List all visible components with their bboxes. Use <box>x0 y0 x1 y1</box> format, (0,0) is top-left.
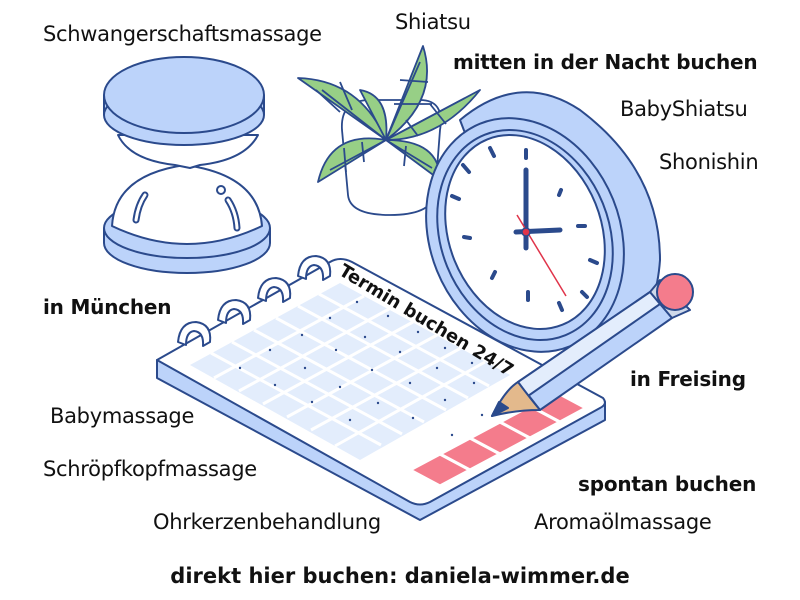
label-mitten-in-der-nacht: mitten in der Nacht buchen <box>453 50 758 74</box>
label-schroepfkopfmassage: Schröpfkopfmassage <box>43 457 257 481</box>
label-spontan-buchen: spontan buchen <box>578 472 757 496</box>
label-babyshiatsu: BabyShiatsu <box>620 97 748 121</box>
footer-booking-link[interactable]: direkt hier buchen: daniela-wimmer.de <box>170 564 630 588</box>
pencil-icon <box>491 273 694 417</box>
label-ohrkerzenbehandlung: Ohrkerzenbehandlung <box>153 510 381 534</box>
label-schwangerschaftsmassage: Schwangerschaftsmassage <box>43 22 322 46</box>
plant-icon <box>297 45 481 216</box>
label-in-muenchen: in München <box>43 295 172 319</box>
label-in-freising: in Freising <box>630 367 746 391</box>
label-shonishin: Shonishin <box>659 150 759 174</box>
clock-icon <box>425 91 661 353</box>
label-aromaoelmassage: Aromaölmassage <box>534 510 712 534</box>
calendar-icon <box>156 255 606 521</box>
hourglass-icon <box>103 56 271 274</box>
label-shiatsu: Shiatsu <box>395 10 471 34</box>
label-babymassage: Babymassage <box>50 404 195 428</box>
